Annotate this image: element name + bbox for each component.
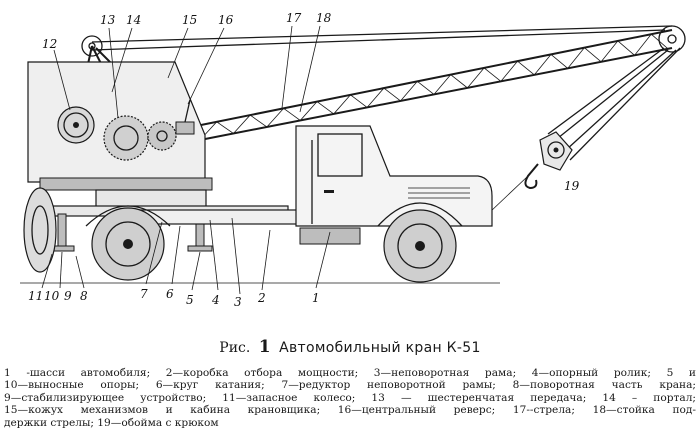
lattice-brace	[333, 94, 351, 115]
callout-10: 10	[44, 289, 60, 303]
hoist-rope-4	[569, 47, 681, 161]
legend-line: 9—стабилизирующее устройство; 11—запасно…	[4, 391, 696, 404]
lattice-brace	[600, 40, 619, 63]
door-handle	[324, 190, 334, 193]
outriggers	[49, 213, 213, 252]
callout-14: 14	[126, 13, 141, 27]
callout-9: 9	[64, 289, 72, 303]
hoist-rope-1	[547, 47, 665, 135]
slewing-ring	[95, 189, 207, 209]
lattice-brace	[417, 81, 435, 95]
luffing-rope-upper	[91, 25, 673, 43]
callout-2: 2	[257, 291, 266, 305]
lattice-brace	[584, 47, 602, 63]
callout-11: 11	[28, 289, 43, 303]
callout-7: 7	[140, 287, 148, 301]
boom-lattice	[199, 33, 669, 141]
lattice-brace	[350, 94, 368, 108]
luffing-rope-lower	[91, 29, 666, 51]
callout-18: 18	[316, 11, 332, 25]
hoist-rope-2	[557, 49, 669, 139]
legend-line: 1 -шасси автомобиля; 2—коробка отбора мо…	[4, 367, 696, 379]
legend-line: 15—кожух механизмов и кабина крановщика;…	[4, 404, 696, 417]
hook-tag-line	[489, 175, 529, 213]
lattice-brace	[316, 101, 334, 115]
legend-line: 10—выносные опоры; 6—круг катания; 7—ред…	[4, 379, 696, 392]
caption-title: Автомобильный кран К-51	[279, 340, 481, 356]
fuel-tank	[299, 227, 361, 245]
hook-block	[489, 131, 573, 213]
callout-15: 15	[182, 13, 197, 27]
lattice-brace	[400, 81, 418, 102]
front-fender	[377, 202, 463, 227]
caption-number: 1	[258, 337, 271, 357]
hood-grille	[408, 187, 470, 199]
boom	[195, 25, 686, 141]
crane-drawing: 13 14 15 16 17 18 12 19 11 10 9 8 7 6 5 …	[20, 11, 686, 309]
lattice-brace	[383, 87, 401, 102]
portal-top-sheave-axle	[88, 42, 96, 50]
callout-4: 4	[211, 293, 220, 307]
callout-17: 17	[286, 11, 302, 25]
crane-diagram: 13 14 15 16 17 18 12 19 11 10 9 8 7 6 5 …	[20, 11, 686, 309]
lattice-brace	[433, 74, 452, 95]
lattice-brace	[533, 54, 552, 76]
winch-drum	[57, 106, 95, 144]
lattice-brace	[216, 121, 234, 134]
spare-wheel	[23, 187, 57, 273]
lattice-brace	[500, 60, 518, 82]
portal-top-sheave	[81, 35, 103, 57]
lattice-brace	[450, 74, 468, 89]
lattice-brace	[567, 47, 585, 69]
leader-lines	[41, 25, 331, 295]
lattice-brace	[283, 108, 301, 121]
lattice-brace	[617, 40, 635, 56]
callout-1: 1	[312, 291, 320, 305]
lattice-brace	[483, 67, 502, 82]
callout-5: 5	[186, 293, 194, 307]
callout-8: 8	[80, 289, 88, 303]
callout-12: 12	[42, 37, 57, 51]
lattice-brace	[634, 33, 652, 56]
lattice-brace	[467, 67, 485, 89]
figure-caption: Рис. 1 Автомобильный кран К-51	[0, 337, 700, 357]
rotating-platform	[39, 177, 213, 191]
callout-13: 13	[100, 13, 116, 27]
lattice-brace	[366, 87, 385, 108]
rear-wheel	[91, 207, 165, 281]
callout-19: 19	[564, 179, 580, 193]
lattice-brace	[249, 114, 268, 128]
callout-6: 6	[166, 287, 174, 301]
lattice-brace	[233, 114, 251, 134]
callout-3: 3	[234, 295, 242, 309]
lattice-brace	[266, 108, 284, 128]
cab-window	[317, 133, 363, 177]
parts-legend: 1 -шасси автомобиля; 2—коробка отбора мо…	[4, 367, 696, 429]
boom-tip-sheave-axle	[667, 34, 677, 44]
gear-transmission	[103, 115, 177, 161]
central-reverse	[175, 99, 195, 135]
callout-16: 16	[218, 13, 234, 27]
hoist-rope-3	[565, 49, 677, 151]
caption-prefix: Рис.	[219, 340, 251, 356]
truck-chassis	[85, 125, 493, 245]
lattice-brace	[517, 60, 535, 76]
lattice-brace	[299, 101, 318, 121]
front-wheel	[383, 209, 457, 283]
lattice-brace	[550, 54, 568, 69]
legend-line: держки стрелы; 19—обойма с крюком	[4, 416, 219, 429]
rear-fender	[85, 205, 171, 227]
